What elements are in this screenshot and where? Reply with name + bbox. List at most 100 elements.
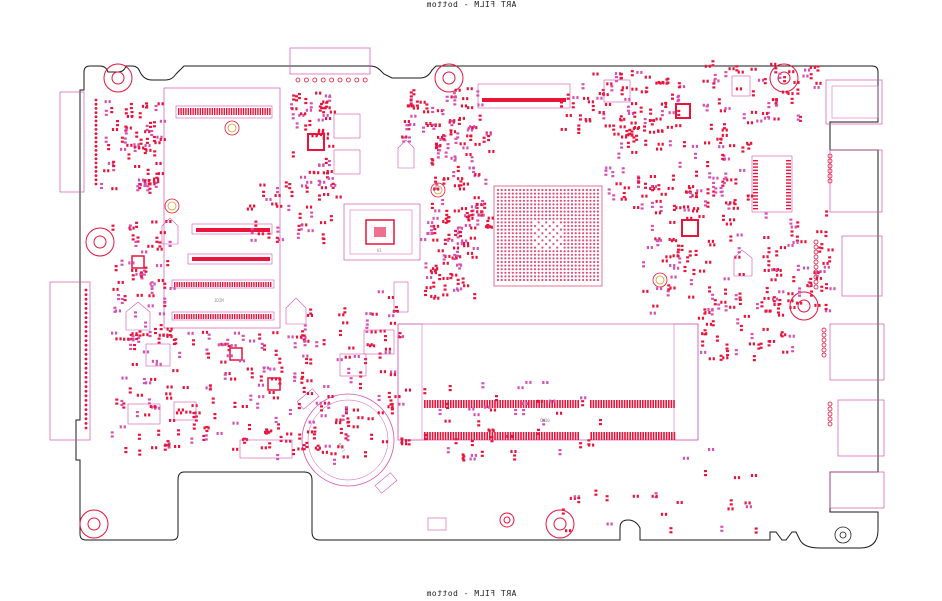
passive-pad	[317, 198, 321, 201]
passive-pad	[425, 276, 429, 280]
passive-pad	[315, 91, 318, 95]
passive-pad	[727, 157, 731, 161]
sodimm-pin	[243, 314, 245, 319]
passive-pad	[400, 437, 404, 440]
passive-pad	[165, 392, 168, 396]
bga-ball	[589, 217, 592, 220]
bga-ball	[541, 210, 544, 213]
passive-pad	[163, 138, 166, 142]
passive-pad	[748, 342, 752, 346]
passive-pad	[648, 75, 651, 79]
passive-pad	[660, 192, 663, 196]
bga-ball	[563, 242, 566, 246]
bga-ball	[589, 203, 592, 206]
dimm-pin	[639, 432, 642, 440]
bga-ball	[526, 264, 529, 267]
passive-pad	[448, 389, 452, 392]
passive-pad	[209, 386, 212, 390]
passive-pad	[149, 125, 153, 128]
dimm-pin	[535, 432, 538, 440]
passive-pad	[143, 147, 147, 151]
fiducial	[652, 272, 668, 288]
passive-pad	[246, 207, 249, 211]
passive-pad	[432, 281, 436, 284]
passive-pad	[764, 212, 768, 215]
passive-pad	[774, 62, 777, 66]
dimm-pin	[665, 432, 668, 440]
passive-pad	[316, 444, 320, 447]
passive-pad	[236, 447, 239, 451]
passive-pad	[437, 296, 440, 300]
sodimm-pin	[252, 108, 254, 115]
passive-pad	[473, 413, 476, 417]
passive-pad	[423, 392, 427, 395]
passive-pad	[424, 262, 428, 265]
connector-pin	[84, 394, 88, 398]
passive-pad	[144, 144, 147, 148]
passive-pad	[352, 408, 355, 412]
bga-ball	[496, 192, 500, 195]
bga-ball	[519, 268, 522, 271]
passive-pad	[135, 411, 139, 414]
passive-pad	[304, 101, 308, 105]
passive-pad	[346, 321, 349, 325]
chipset-label: U1	[377, 248, 382, 253]
passive-pad	[712, 357, 715, 361]
passive-pad	[158, 141, 161, 145]
passive-pad	[572, 96, 575, 100]
passive-pad	[439, 138, 442, 142]
passive-pad	[334, 452, 337, 456]
bga-ball	[596, 232, 600, 235]
bga-ball	[574, 278, 577, 282]
passive-pad	[711, 293, 715, 296]
passive-pad	[208, 384, 212, 387]
bga-ball	[541, 199, 544, 202]
passive-pad	[673, 266, 676, 270]
passive-pad	[272, 331, 275, 335]
passive-pad	[339, 427, 343, 431]
passive-pad	[677, 86, 681, 89]
sodimm-pin	[246, 314, 248, 319]
bga-ball	[582, 196, 585, 199]
passive-pad	[640, 90, 643, 94]
bga-ball	[596, 235, 600, 238]
passive-pad	[625, 135, 628, 139]
sodimm-pin	[212, 314, 214, 319]
passive-pad	[454, 229, 458, 233]
passive-pad	[774, 67, 778, 70]
passive-pad	[157, 429, 161, 432]
passive-pad	[708, 172, 712, 175]
bga-ball	[570, 264, 574, 267]
sodimm-pin	[262, 314, 265, 319]
passive-pad	[815, 81, 818, 85]
bga-ball	[596, 228, 600, 231]
passive-pad	[342, 321, 345, 325]
bga-ball	[519, 196, 522, 199]
passive-pad	[303, 324, 307, 327]
bga-ball	[500, 246, 503, 249]
passive-pad	[569, 496, 572, 500]
passive-pad	[422, 130, 426, 133]
passive-pad	[402, 402, 405, 406]
passive-pad	[157, 279, 160, 283]
passive-pad	[820, 230, 823, 234]
passive-pad	[127, 337, 130, 341]
passive-pad	[247, 423, 251, 427]
passive-pad	[725, 343, 729, 346]
passive-pad	[370, 330, 373, 334]
dimm-pin	[618, 400, 621, 408]
passive-pad	[674, 239, 678, 243]
passive-pad	[393, 373, 396, 377]
passive-pad	[291, 151, 295, 154]
passive-pad	[804, 240, 807, 244]
passive-pad	[117, 293, 121, 297]
passive-pad	[207, 337, 211, 340]
passive-pad	[129, 106, 133, 110]
passive-pad	[778, 76, 782, 79]
dimm-pin	[431, 432, 434, 440]
passive-pad	[319, 221, 323, 225]
bga-ball	[545, 268, 548, 271]
passive-pad	[302, 354, 305, 358]
passive-pad	[442, 182, 446, 185]
passive-pad	[148, 294, 151, 298]
